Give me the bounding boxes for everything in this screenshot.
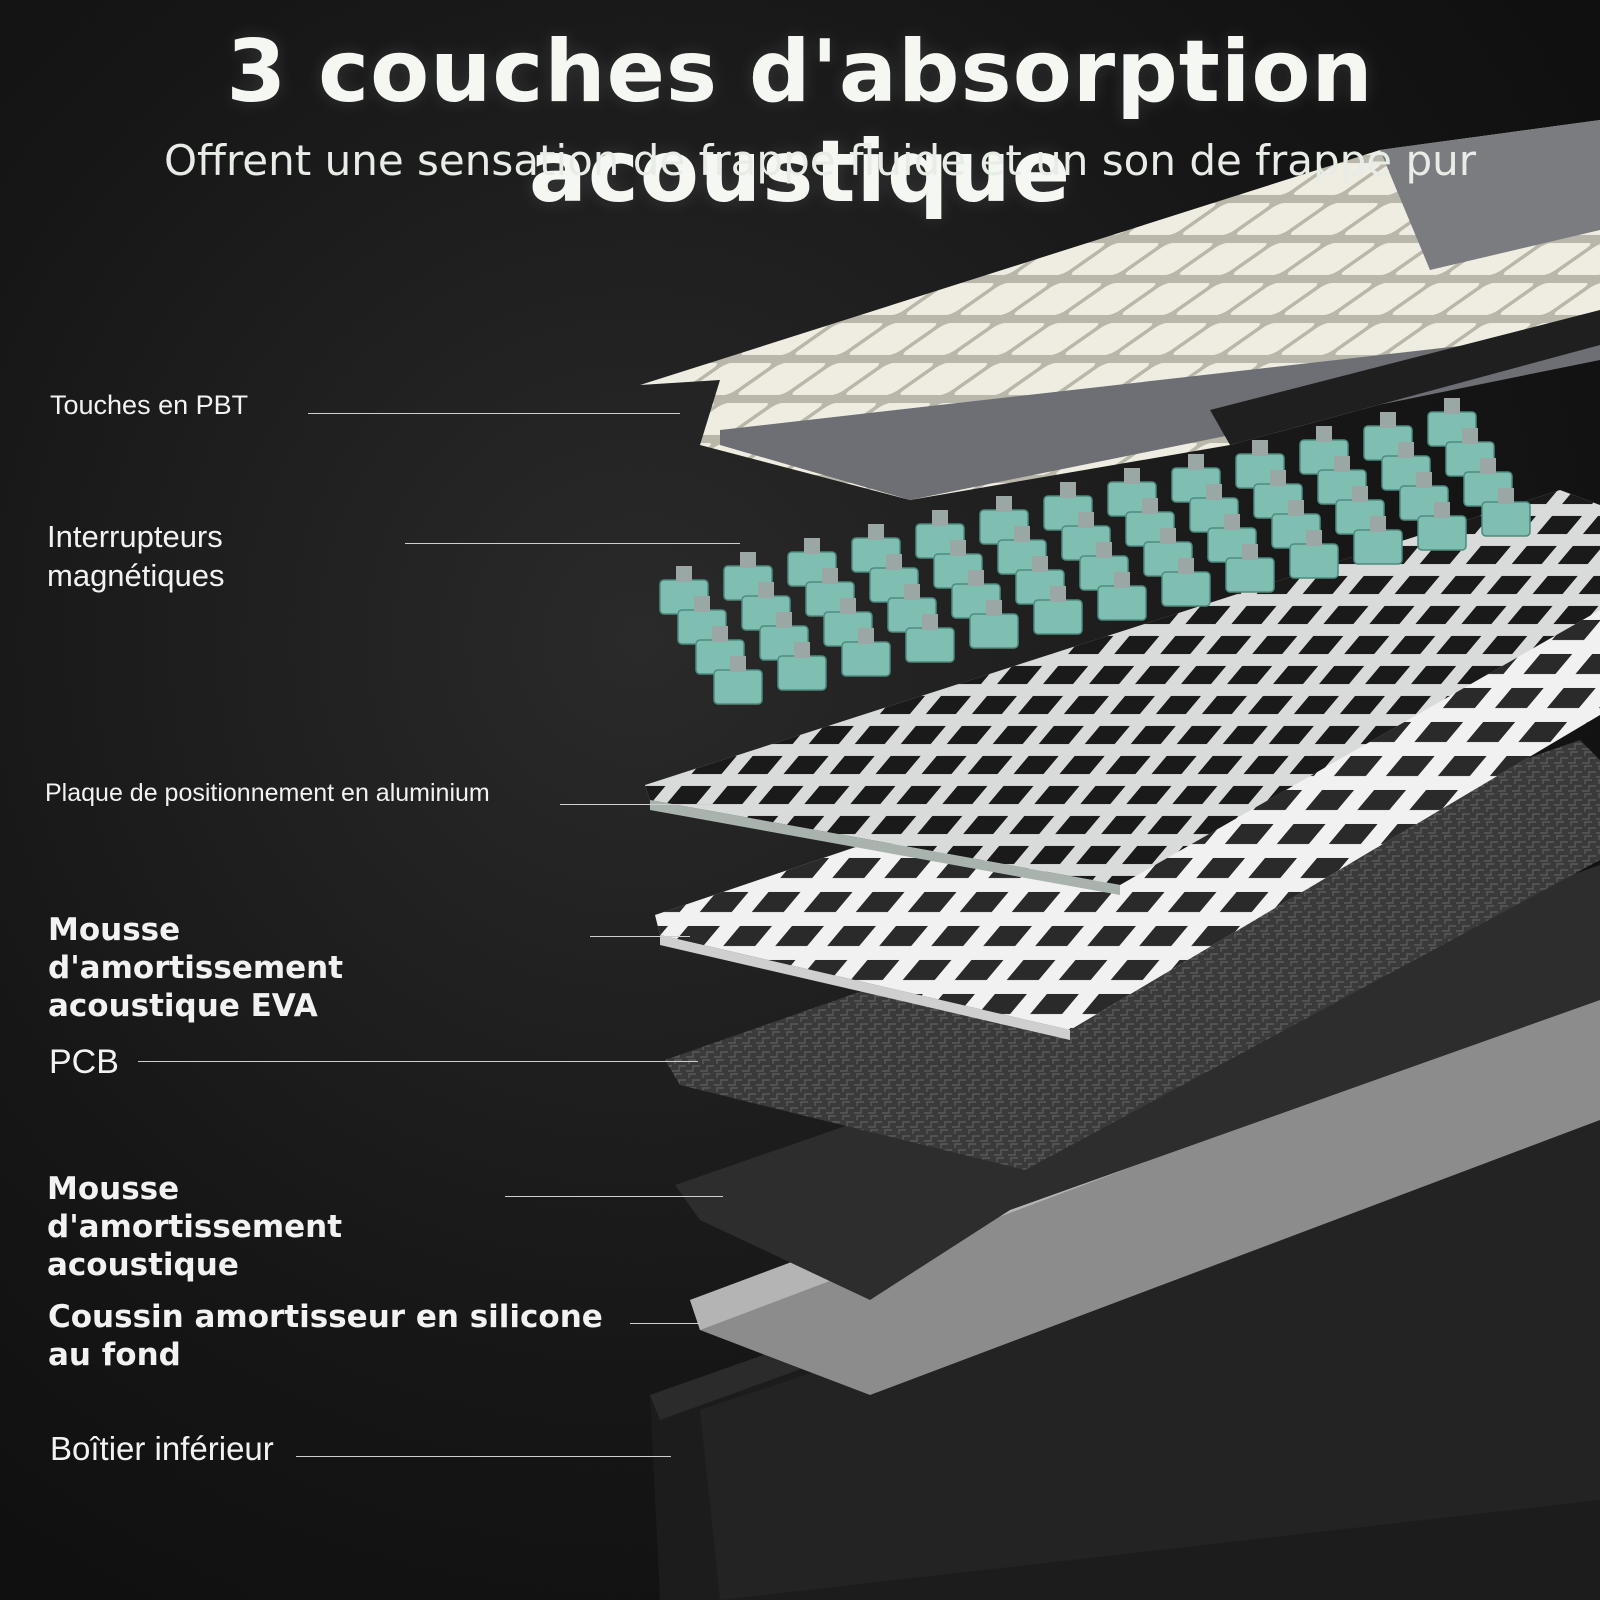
switch-stem — [1142, 498, 1158, 514]
switch — [1289, 543, 1339, 579]
switch-stem — [886, 554, 902, 570]
switch-stem — [712, 626, 728, 642]
label-eva-foam: Mousse d'amortissement acoustique EVA — [48, 912, 344, 1024]
switch-stem — [932, 510, 948, 526]
switch — [1161, 571, 1211, 607]
switch-stem — [1032, 556, 1048, 572]
switch — [905, 627, 955, 663]
leader-line-eva-foam — [590, 936, 690, 937]
switch-stem — [1050, 586, 1066, 602]
switch-stem — [822, 568, 838, 584]
switch — [1481, 501, 1531, 537]
label-bottom-case: Boîtier inférieur — [50, 1430, 274, 1467]
switch — [1033, 599, 1083, 635]
switch-stem — [794, 642, 810, 658]
switch-stem — [1096, 542, 1112, 558]
switch-stem — [1462, 428, 1478, 444]
label-pcb: PCB — [49, 1043, 119, 1081]
label-acoustic-foam: Mousse d'amortissement acoustique — [47, 1171, 343, 1283]
switch-stem — [1124, 468, 1140, 484]
switch-stem — [1498, 488, 1514, 504]
switch-stem — [758, 582, 774, 598]
switch-stem — [1288, 500, 1304, 516]
switch-stem — [1206, 484, 1222, 500]
switch — [1353, 529, 1403, 565]
label-switches: Interrupteurs magnétiques — [47, 519, 225, 593]
switch — [1417, 515, 1467, 551]
switch-stem — [1398, 442, 1414, 458]
switch-stem — [1306, 530, 1322, 546]
switch-stem — [1224, 514, 1240, 530]
switch-stem — [1160, 528, 1176, 544]
label-keycaps: Touches en PBT — [50, 390, 249, 420]
switch-stem — [1188, 454, 1204, 470]
switch-stem — [1480, 458, 1496, 474]
leader-line-silicone-pad — [630, 1323, 700, 1324]
leader-line-pcb — [138, 1061, 698, 1062]
switch-stem — [1014, 526, 1030, 542]
switch — [969, 613, 1019, 649]
switch-stem — [986, 600, 1002, 616]
switch-stem — [1114, 572, 1130, 588]
switch-stem — [840, 598, 856, 614]
switch-stem — [730, 656, 746, 672]
switch — [713, 669, 763, 705]
switch-stem — [904, 584, 920, 600]
switch-stem — [1444, 398, 1460, 414]
switch-stem — [1352, 486, 1368, 502]
label-plate: Plaque de positionnement en aluminium — [45, 779, 490, 807]
switch-stem — [1242, 544, 1258, 560]
page-title: 3 couches d'absorption acoustique — [226, 22, 1374, 222]
switch — [1097, 585, 1147, 621]
switch-stem — [776, 612, 792, 628]
switch-stem — [1060, 482, 1076, 498]
switch-stem — [868, 524, 884, 540]
switch-stem — [950, 540, 966, 556]
leader-line-switches — [405, 543, 740, 544]
magnetic-switches-layer — [659, 398, 1531, 705]
leader-line-plate — [560, 804, 723, 805]
leader-line-keycaps — [308, 413, 680, 414]
switch-stem — [1078, 512, 1094, 528]
switch-stem — [1380, 412, 1396, 428]
label-silicone-pad: Coussin amortisseur en silicone au fond — [48, 1299, 603, 1373]
switch-stem — [740, 552, 756, 568]
aluminium-plate-layer — [645, 490, 1600, 895]
page-subtitle: Offrent une sensation de frappe fluide e… — [163, 136, 1477, 185]
switch — [1225, 557, 1275, 593]
switch — [841, 641, 891, 677]
switch — [777, 655, 827, 691]
leader-line-acoustic-foam — [505, 1196, 723, 1197]
keycaps-layer — [640, 120, 1600, 500]
switch-stem — [1316, 426, 1332, 442]
switch-stem — [968, 570, 984, 586]
switch-stem — [1416, 472, 1432, 488]
switch-stem — [694, 596, 710, 612]
switch-stem — [1370, 516, 1386, 532]
switch-stem — [858, 628, 874, 644]
switch-stem — [1270, 470, 1286, 486]
leader-line-bottom-case — [296, 1456, 671, 1457]
switch-stem — [996, 496, 1012, 512]
switch-stem — [1252, 440, 1268, 456]
switch-stem — [1178, 558, 1194, 574]
switch-stem — [804, 538, 820, 554]
switch-stem — [1434, 502, 1450, 518]
switch-stem — [922, 614, 938, 630]
switch-stem — [676, 566, 692, 582]
switch-stem — [1334, 456, 1350, 472]
